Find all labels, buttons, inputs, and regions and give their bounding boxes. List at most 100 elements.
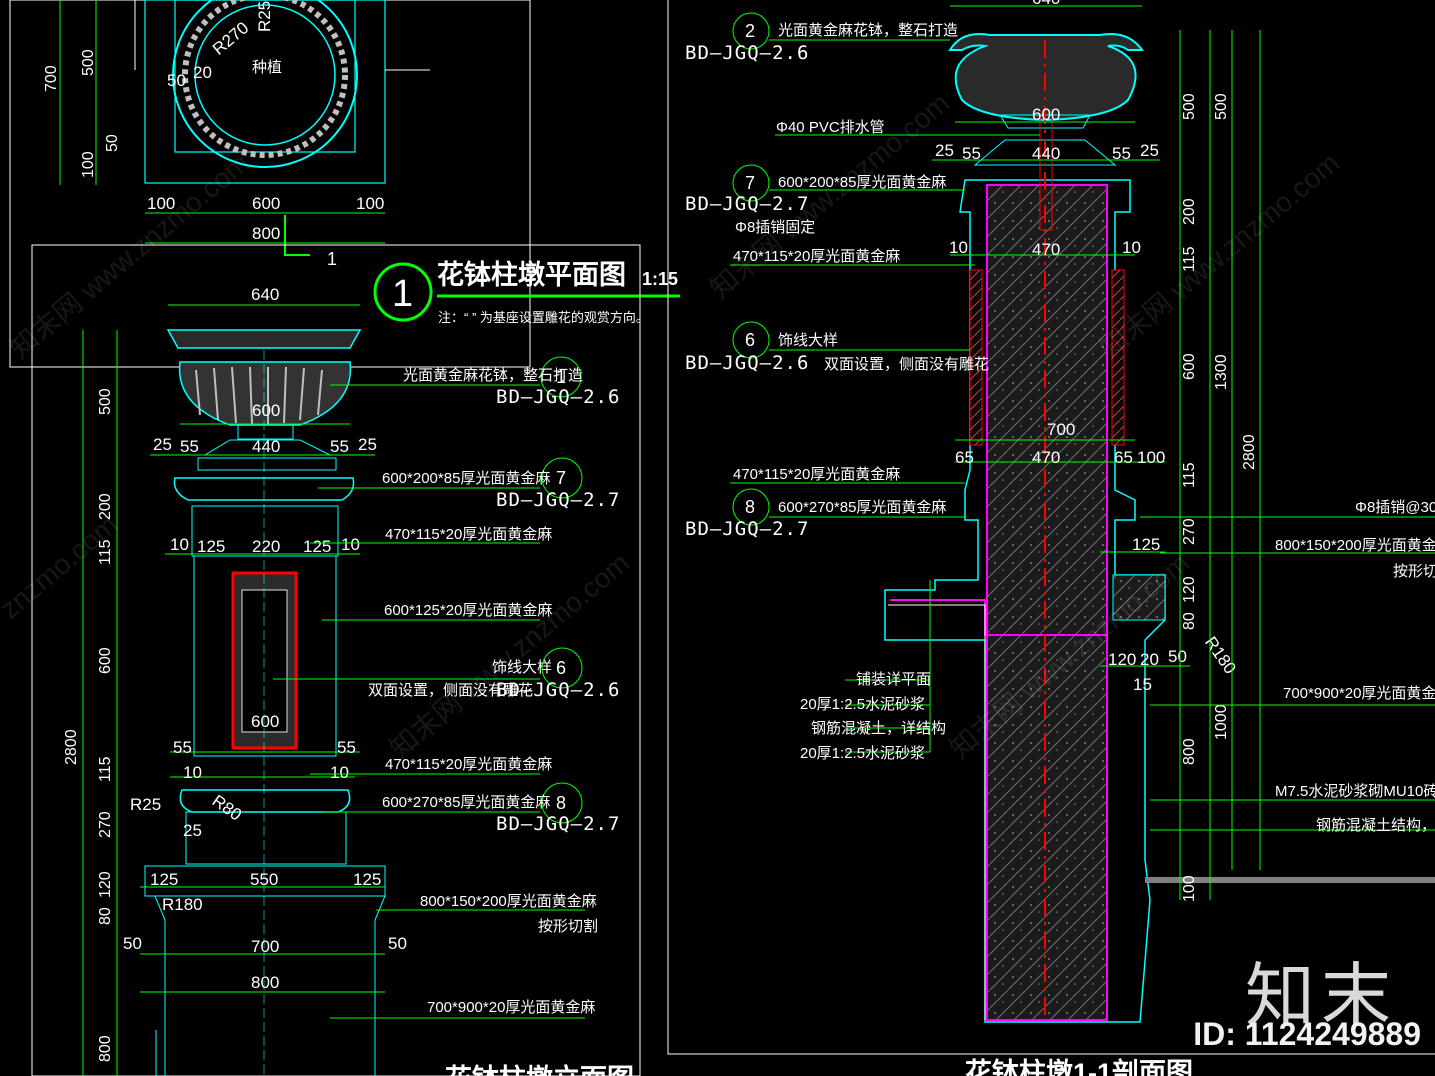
elevation-callout-ref: BD—JGQ—2.7: [496, 813, 620, 835]
section-dim: 55: [962, 144, 981, 163]
plan-title: 花钵柱墩平面图: [437, 260, 626, 290]
elevation-dim: 55: [330, 437, 349, 456]
plan-note: 注：“ ” 为基座设置雕花的观赏方向。: [438, 310, 649, 325]
plan-scale: 1:15: [642, 269, 678, 289]
section-callout: 600*270*85厚光面黄金麻: [778, 499, 946, 516]
elevation-dim: 125: [353, 870, 381, 889]
section-callout-right: 700*900*20厚光面黄金麻: [1283, 685, 1435, 702]
elevation-title: 花钵柱墩立面图: [445, 1063, 634, 1076]
elevation-dim: 600: [251, 712, 279, 731]
elevation-top-width: 640: [251, 285, 279, 304]
section-dim-v: 80: [1181, 612, 1198, 630]
section-dim: 125: [1132, 535, 1160, 554]
elevation-callout-num: 1: [556, 367, 566, 387]
section-callout-ref: BD—JGQ—2.7: [685, 518, 809, 540]
section-dim: 50: [1168, 647, 1187, 666]
section-dim: 100: [1137, 448, 1165, 467]
section-dim: 65: [955, 448, 974, 467]
elevation-dim: 125: [303, 537, 331, 556]
plan-dim-v: 100: [80, 151, 97, 178]
section-dim-v: 1000: [1213, 704, 1230, 740]
elevation-callout-ref: BD—JGQ—2.7: [496, 489, 620, 511]
section-dim-v: 115: [1181, 246, 1198, 272]
section-callout-ref: BD—JGQ—2.6: [685, 352, 809, 374]
elevation-dim-v: 600: [97, 647, 114, 674]
plan-small-dim: 50: [167, 71, 186, 90]
elevation-radius: R80: [209, 791, 245, 824]
section-callout: Φ40 PVC排水管: [776, 119, 885, 136]
elevation-dim-v: 120: [97, 871, 114, 898]
elevation-dim: 25: [358, 435, 377, 454]
plan-dim-v: 700: [43, 65, 60, 92]
section-callout-ref: BD—JGQ—2.6: [685, 42, 809, 64]
plan-dim-h: 800: [252, 224, 280, 243]
plan-center-label: 种植: [252, 59, 282, 76]
section-dim: 600: [1032, 105, 1060, 124]
section-callout: 光面黄金麻花钵，整石打造: [778, 22, 958, 39]
section-callout: Φ8插销固定: [735, 219, 815, 236]
elevation-dim: 55: [173, 738, 192, 757]
elevation-callout: 双面设置，侧面没有雕花: [368, 682, 533, 699]
elevation-dim: 10: [330, 763, 349, 782]
section-dim-v: 100: [1181, 875, 1198, 902]
section-dim: 55: [1112, 144, 1131, 163]
elevation-callout: 600*125*20厚光面黄金麻: [384, 602, 552, 619]
elevation-dim: 55: [337, 738, 356, 757]
elevation-callout: 470*115*20厚光面黄金麻: [385, 756, 552, 773]
elevation-callout: 470*115*20厚光面黄金麻: [385, 526, 552, 543]
section-callout-num: 7: [745, 173, 755, 193]
plan-dim-h: 600: [252, 194, 280, 213]
section-callout-right: 800*150*200厚光面黄金麻: [1275, 537, 1435, 554]
section-dim-v: 200: [1181, 198, 1198, 225]
elevation-callout-num: 7: [556, 468, 566, 488]
section-paving-note: 20厚1:2.5水泥砂浆: [800, 744, 925, 762]
elevation-callout: 800*150*200厚光面黄金麻: [420, 893, 597, 910]
section-dim: 65: [1114, 448, 1133, 467]
elevation-view: 640 600 440 25 55 55 25 10 125 220 125 1…: [31, 244, 641, 1076]
plan-radius-label: R270: [209, 18, 252, 59]
elevation-callout-ref: BD—JGQ—2.6: [496, 679, 620, 701]
elevation-dim: 125: [150, 870, 178, 889]
elevation-dim: 550: [250, 870, 278, 889]
elevation-dim: 55: [180, 437, 199, 456]
elevation-dim: 220: [252, 537, 280, 556]
elevation-dim: 10: [170, 535, 189, 554]
elevation-dim-v: 500: [97, 388, 114, 415]
section-callout-lines: [730, 12, 1435, 831]
section-dim: 470: [1032, 448, 1060, 467]
section-dim: 470: [1032, 240, 1060, 259]
elevation-radius: R180: [162, 895, 203, 914]
plan-bowl-outer: [172, 0, 358, 168]
elevation-callouts: [273, 356, 585, 1019]
elevation-dim: 10: [341, 535, 360, 554]
plan-dim-h: 100: [147, 194, 175, 213]
elevation-dim-v: 115: [97, 539, 114, 565]
elevation-callout: 按形切割: [538, 918, 598, 935]
plan-dim-v: 500: [80, 49, 97, 76]
section-callout: 470*115*20厚光面黄金麻: [733, 466, 900, 483]
section-dim: 700: [1047, 420, 1075, 439]
section-dim-v: 2800: [1241, 434, 1258, 470]
elevation-dim: 600: [252, 401, 280, 420]
section-radius: R180: [1201, 633, 1240, 677]
section-dim-v: 115: [1181, 462, 1198, 488]
elevation-callout-ref: BD—JGQ—2.6: [496, 386, 620, 408]
elevation-callout: 饰线大样: [492, 659, 552, 676]
elevation-dim: 25: [153, 435, 172, 454]
section-dim-v: 600: [1181, 353, 1198, 380]
section-callout-num: 2: [745, 21, 755, 41]
section-dim: 25: [1140, 141, 1159, 160]
section-dim-v: 1300: [1213, 354, 1230, 390]
section-callout: 饰线大样: [778, 332, 838, 349]
elevation-callout-num: 8: [556, 793, 566, 813]
elevation-dim-v: 80: [97, 907, 114, 925]
elevation-callout-num: 6: [556, 658, 566, 678]
elevation-small: 25: [183, 821, 202, 840]
section-top-width: 640: [1032, 0, 1060, 8]
section-callout-right: M7.5水泥砂浆砌MU10砖砌体: [1275, 782, 1435, 800]
plan-title-number: 1: [392, 273, 413, 315]
elevation-dim: 10: [183, 763, 202, 782]
section-dim: 10: [1122, 238, 1141, 257]
elevation-dim-v: 270: [97, 811, 114, 838]
section-dim: 25: [935, 141, 954, 160]
